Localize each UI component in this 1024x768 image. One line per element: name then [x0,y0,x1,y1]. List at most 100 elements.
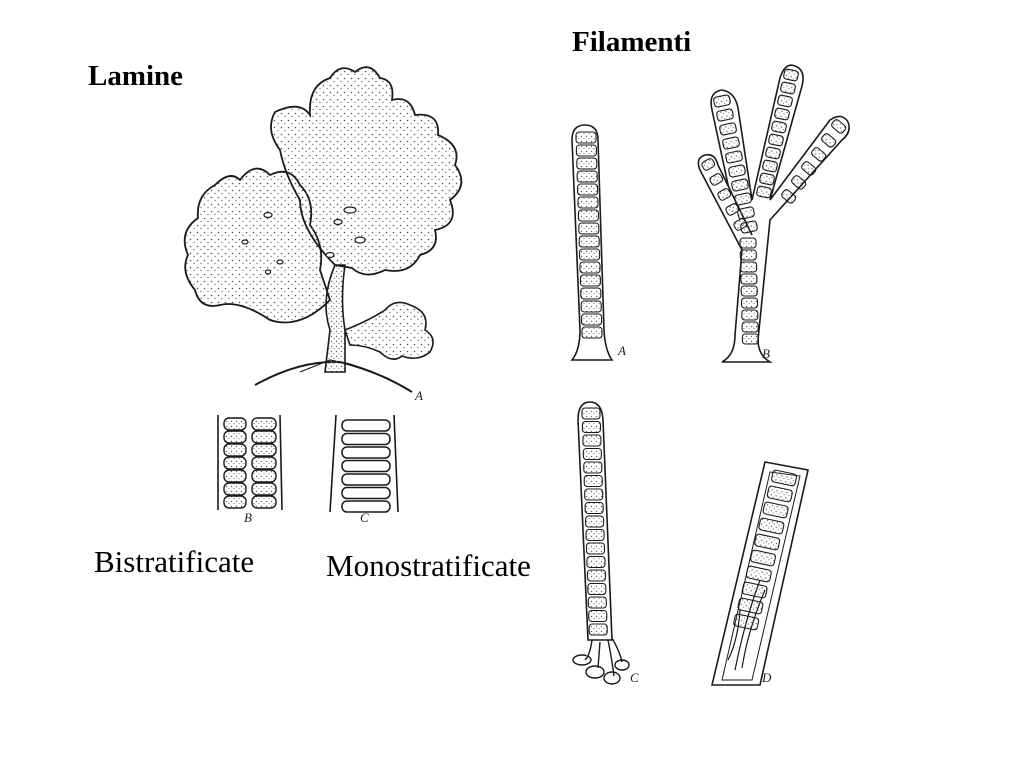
cell [783,68,799,82]
cell [781,189,797,204]
cell [251,417,277,431]
fil-b-letter: B [762,346,770,361]
cell [745,565,772,583]
cell [831,119,847,134]
cell [341,473,391,486]
cell [585,528,605,542]
cell [771,120,787,134]
cell [741,333,759,345]
cell [578,235,600,248]
cell [223,430,247,444]
cell [251,443,277,457]
cell [576,170,598,183]
cell [579,274,601,287]
fil-c-letter: C [630,670,639,685]
cell [766,485,793,503]
cell [251,456,277,470]
cell [733,218,748,231]
filamenti-title: Filamenti [572,26,692,58]
cell [341,459,391,473]
cell [341,486,391,500]
cell [251,469,277,483]
cell [581,326,603,339]
cell [722,136,740,150]
cell [759,172,775,186]
cell [739,237,757,249]
cell [582,434,602,447]
cell [741,581,768,599]
cell [251,430,277,444]
cell [579,261,601,274]
cell [580,300,602,313]
cell [581,420,602,434]
cell [588,609,608,623]
cell [801,161,817,176]
cell [750,549,776,567]
bistratified-section-drawing: B [217,414,283,525]
cell [575,131,597,144]
filament-d-drawing: D [710,461,809,686]
section-mono-letter: C [360,510,369,525]
cell [811,147,827,162]
cell [223,495,247,509]
cell [741,309,759,321]
cell [731,178,749,192]
cell [756,185,772,199]
cell [223,482,247,496]
cell [701,158,716,171]
cell [251,482,277,496]
cell [725,203,740,216]
cell [223,469,247,483]
cell [576,157,598,170]
cell [583,461,603,474]
cell [586,555,606,569]
cell [341,432,391,446]
cell [728,164,746,178]
filament-b-drawing: B [697,64,850,363]
cell [765,146,781,160]
cell [251,495,277,509]
cell [719,122,737,136]
cell [577,196,599,209]
laminar-thallus-drawing: A [183,66,463,403]
cell [577,209,599,222]
cell [741,321,759,333]
cell [575,144,597,157]
cell [577,183,599,196]
cell [709,173,724,186]
monostratified-section-drawing: C [329,414,399,525]
cell [579,248,601,261]
cell [821,133,837,148]
fil-a-letter: A [617,343,626,358]
cell [774,107,790,121]
thallus-letter: A [414,388,423,403]
cell [223,417,247,431]
cell [341,500,391,513]
cell [585,542,606,555]
cell [588,623,608,636]
cell [740,261,758,273]
cell [584,501,604,515]
cell [737,206,755,220]
cell [740,273,758,285]
cell [771,469,797,487]
lamine-title: Lamine [88,60,184,92]
cell [580,287,602,300]
cell [716,108,734,122]
cell [341,419,391,432]
fil-d-letter: D [761,670,772,685]
cell [587,596,607,609]
cell [587,582,607,596]
cell [341,446,391,459]
cell [777,94,793,108]
cell [768,133,784,147]
cell [581,313,603,326]
cell [740,297,759,309]
cell [758,517,785,535]
cell [734,192,752,206]
cell [762,501,789,519]
cell [223,443,247,457]
cell [762,159,778,173]
cell [739,249,757,261]
